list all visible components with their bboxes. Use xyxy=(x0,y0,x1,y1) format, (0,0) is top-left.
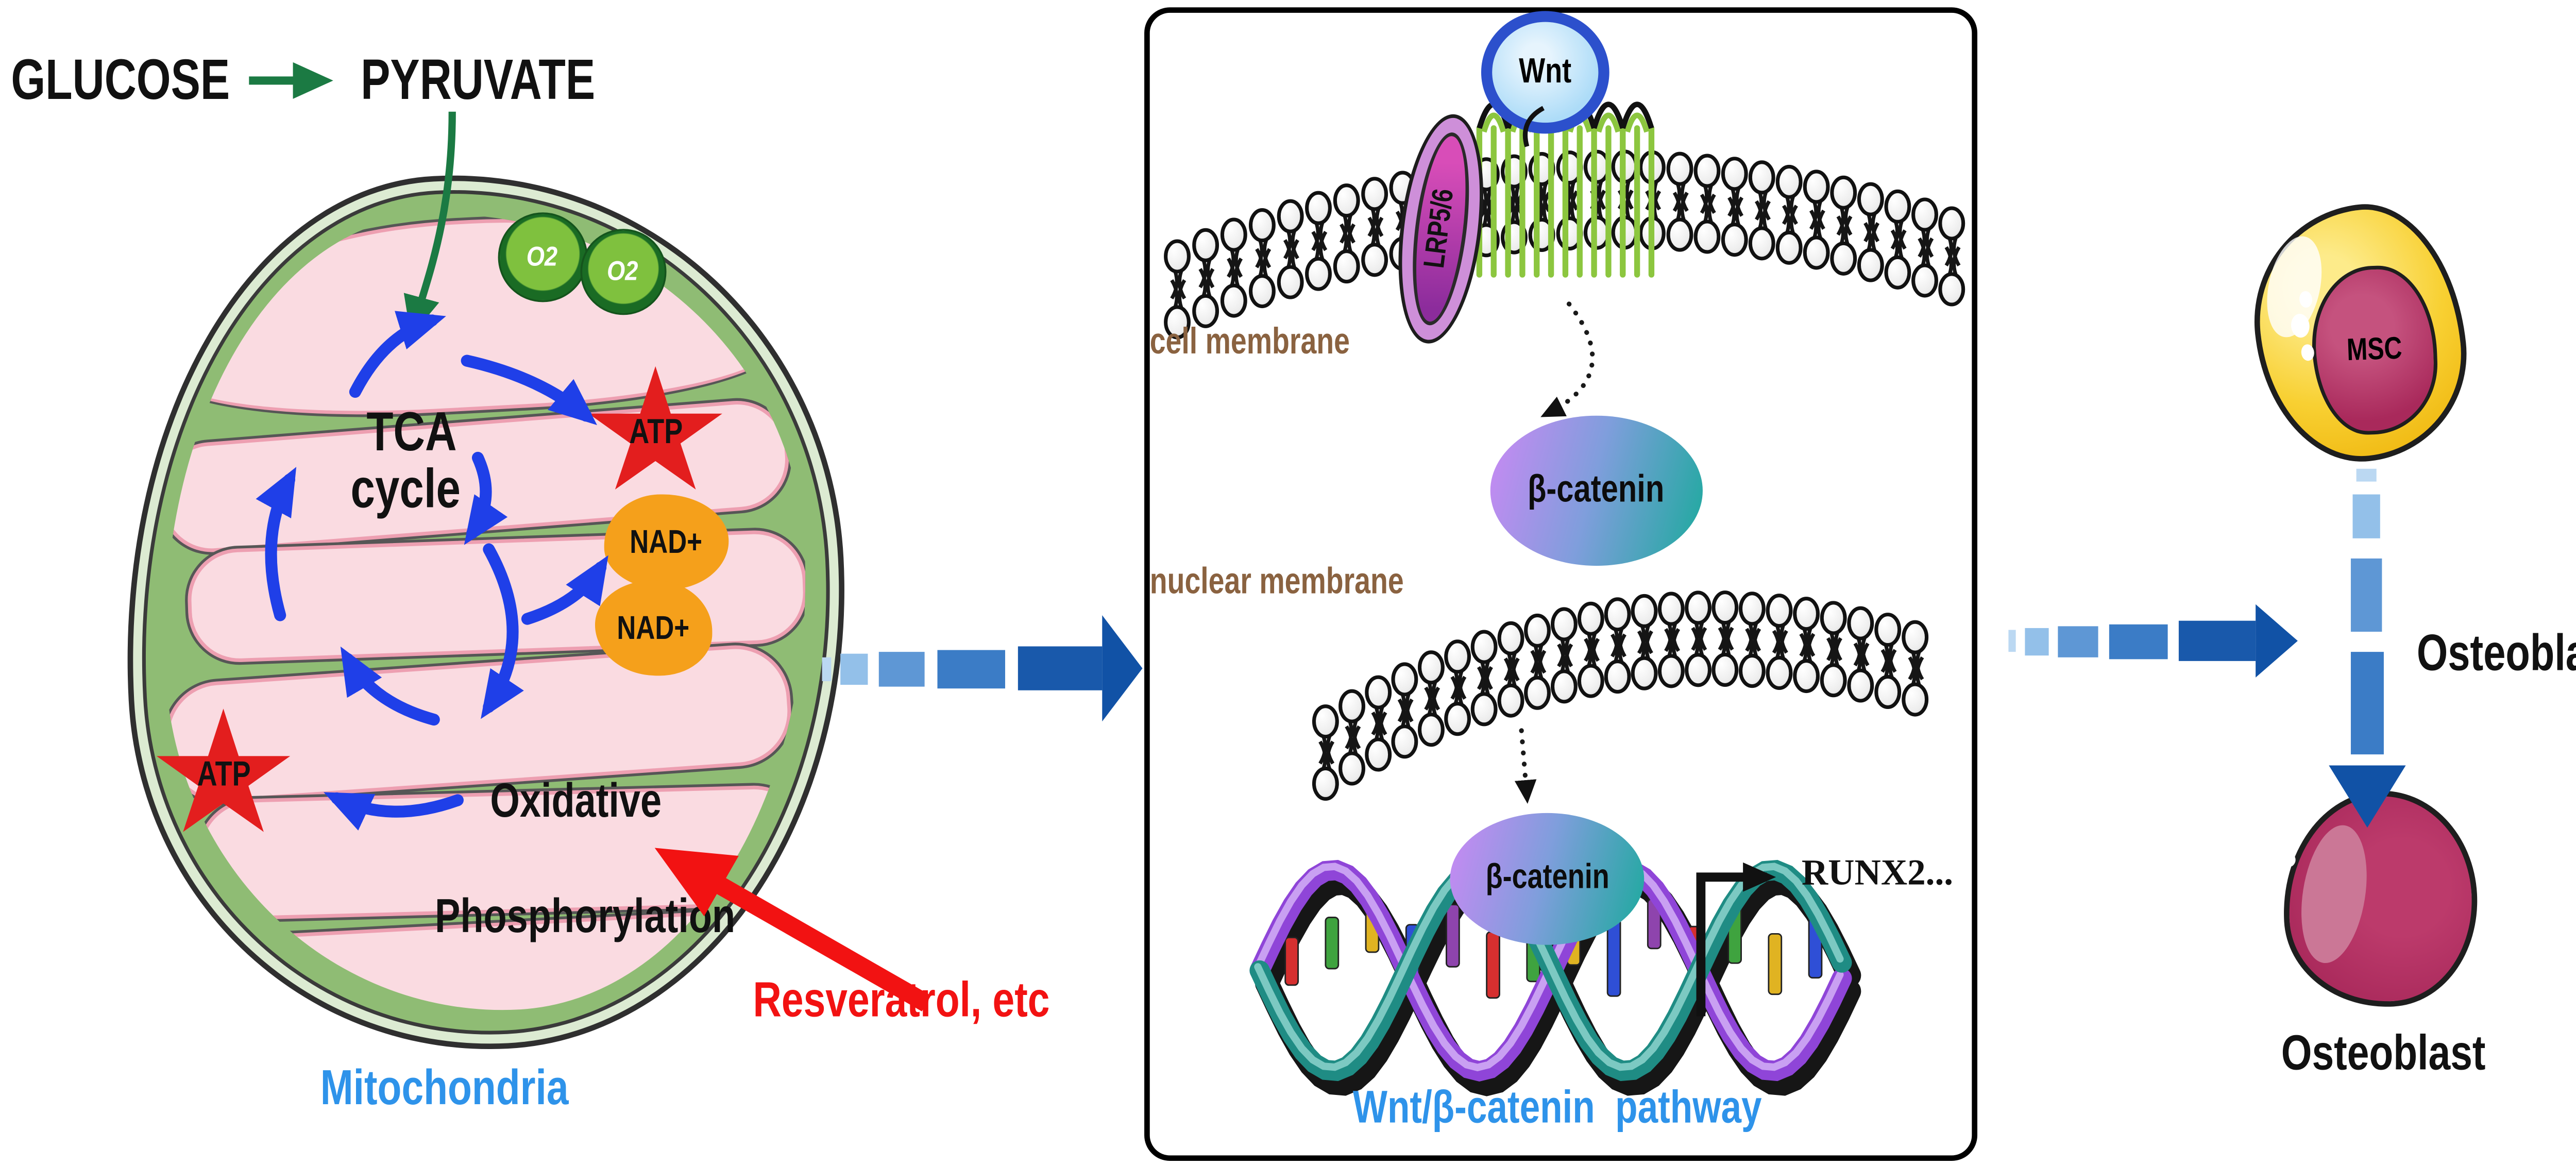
beta-catenin-cytoplasm: β-catenin xyxy=(1490,415,1703,566)
oxidative-phosphorylation-label: Oxidative Phosphorylation xyxy=(344,716,756,1001)
wnt-text: Wnt xyxy=(1519,52,1572,91)
nad-text: NAD+ xyxy=(617,609,690,646)
resveratrol-label: Resveratrol, etc xyxy=(701,972,1100,1028)
osteoblastogenesis-text: Osteoblastogenesis xyxy=(2416,624,2576,681)
oxygen-molecule-icon: O2 xyxy=(580,229,667,315)
lrp-text: LRP5/6 xyxy=(1419,187,1461,271)
wnt-pathway-caption: Wnt/β-catenin pathway xyxy=(1282,1082,1835,1134)
cell-membrane-label: cell membrane xyxy=(1149,322,1406,364)
atp-lower-label: ATP xyxy=(158,756,290,796)
atp-text: ATP xyxy=(196,756,250,795)
pyruvate-label: PYRUVATE xyxy=(361,47,662,112)
msc-cell: MSC xyxy=(2243,195,2478,472)
cell-membrane-text: cell membrane xyxy=(1149,322,1350,363)
beta-catenin-text: β-catenin xyxy=(1485,858,1609,898)
osteoblast-cell xyxy=(2277,786,2483,1012)
resveratrol-text: Resveratrol, etc xyxy=(752,972,1049,1027)
tca-text: TCA xyxy=(366,402,457,464)
beta-catenin-text: β-catenin xyxy=(1528,468,1665,511)
runx2-text: RUNX2... xyxy=(1801,853,1954,894)
nad-blob: NAD+ xyxy=(595,580,713,676)
msc-text: MSC xyxy=(2346,331,2403,368)
atp-text: ATP xyxy=(629,414,683,452)
nad-text: NAD+ xyxy=(630,522,703,560)
wnt-ligand: Wnt xyxy=(1481,11,1609,134)
mitochondria-caption: Mitochondria xyxy=(271,1060,619,1116)
glucose-text: GLUCOSE xyxy=(11,47,230,112)
runx2-target-gene-label: RUNX2... xyxy=(1801,853,1954,895)
crista xyxy=(157,204,778,427)
beta-catenin-nucleus: β-catenin xyxy=(1450,813,1645,945)
osteoblast-highlight xyxy=(2292,820,2376,968)
dashed-arrow-mito-to-panel xyxy=(822,615,1143,722)
nuclear-membrane-label: nuclear membrane xyxy=(1149,562,1476,604)
osteoblast-body xyxy=(2277,786,2483,1012)
atp-upper-label: ATP xyxy=(589,414,721,453)
dashed-arrow-msc-to-osteoblast xyxy=(2329,468,2406,828)
tca-cycle-label: cycle xyxy=(306,459,507,521)
oxphos-line1: Oxidative xyxy=(490,773,663,828)
mitochondria-text: Mitochondria xyxy=(320,1060,569,1116)
dashed-arrow-panel-to-right xyxy=(2008,604,2298,678)
osteoblastogenesis-label: Osteoblastogenesis xyxy=(2416,624,2576,681)
o2-text: O2 xyxy=(527,242,558,273)
wnt-pathway-caption-text: Wnt/β-catenin pathway xyxy=(1353,1082,1763,1134)
glucose-label: GLUCOSE xyxy=(11,47,292,112)
nuclear-membrane-text: nuclear membrane xyxy=(1149,562,1404,603)
osteoblast-dot xyxy=(2286,824,2304,842)
tca-text: cycle xyxy=(351,459,462,520)
o2-text: O2 xyxy=(607,256,639,288)
oxphos-line2: Phosphorylation xyxy=(434,887,735,942)
oxygen-molecule-icon: O2 xyxy=(498,212,588,302)
pyruvate-text: PYRUVATE xyxy=(361,47,596,112)
tca-cycle-label: TCA xyxy=(311,402,513,464)
osteoblast-label: Osteoblast xyxy=(2248,1025,2519,1081)
osteoblast-text: Osteoblast xyxy=(2281,1025,2486,1080)
nad-blob: NAD+ xyxy=(604,494,729,590)
